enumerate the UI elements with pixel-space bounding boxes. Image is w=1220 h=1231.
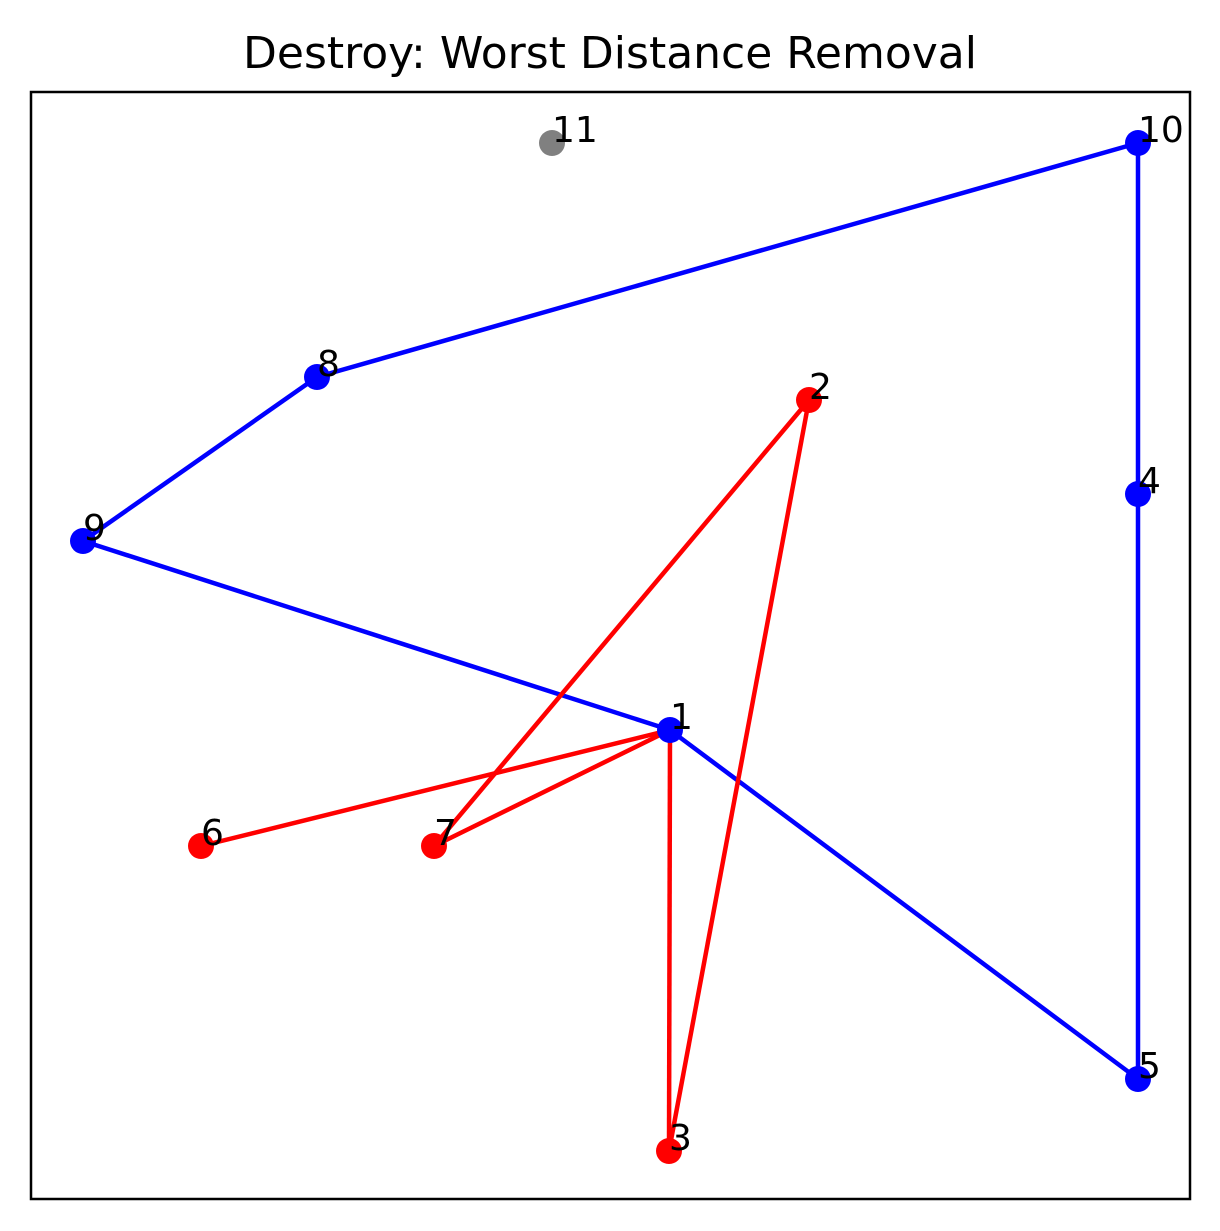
node-label-9: 9 (83, 508, 106, 549)
node-label-1: 1 (670, 697, 693, 738)
node-label-10: 10 (1138, 110, 1184, 151)
node-marker-5 (1125, 1066, 1151, 1092)
node-label-6: 6 (201, 813, 224, 854)
route-edge-1-6 (200, 727, 671, 849)
route-edge-1-5 (668, 728, 1140, 1081)
node-marker-9 (70, 528, 96, 554)
route-nodes (70, 130, 1151, 1164)
route-edge-1-3 (666, 729, 673, 1152)
node-label-11: 11 (552, 110, 598, 151)
node-labels: 1 2 3 4 5 6 7 8 9 10 11 (83, 110, 1184, 1159)
node-marker-3 (656, 1138, 682, 1164)
diagram-title: Destroy: Worst Distance Removal (243, 28, 977, 79)
node-label-4: 4 (1138, 461, 1161, 502)
route-edge-8-9 (81, 375, 319, 543)
node-label-8: 8 (317, 344, 340, 385)
node-marker-7 (421, 833, 447, 859)
node-marker-1 (657, 717, 683, 743)
node-label-3: 3 (669, 1118, 692, 1159)
route-edge-9-1 (82, 538, 671, 733)
node-marker-8 (304, 364, 330, 390)
node-marker-4 (1125, 481, 1151, 507)
route-edge-7-1 (433, 727, 671, 849)
node-label-7: 7 (434, 813, 457, 854)
route-edges (81, 140, 1141, 1152)
route-edge-10-8 (316, 140, 1139, 380)
node-marker-6 (188, 833, 214, 859)
route-edge-3-2 (666, 399, 812, 1152)
node-marker-10 (1125, 130, 1151, 156)
plot-frame (29, 90, 1192, 1201)
node-label-5: 5 (1138, 1046, 1161, 1087)
node-marker-2 (796, 387, 822, 413)
node-label-2: 2 (809, 367, 832, 408)
node-marker-11 (539, 130, 565, 156)
